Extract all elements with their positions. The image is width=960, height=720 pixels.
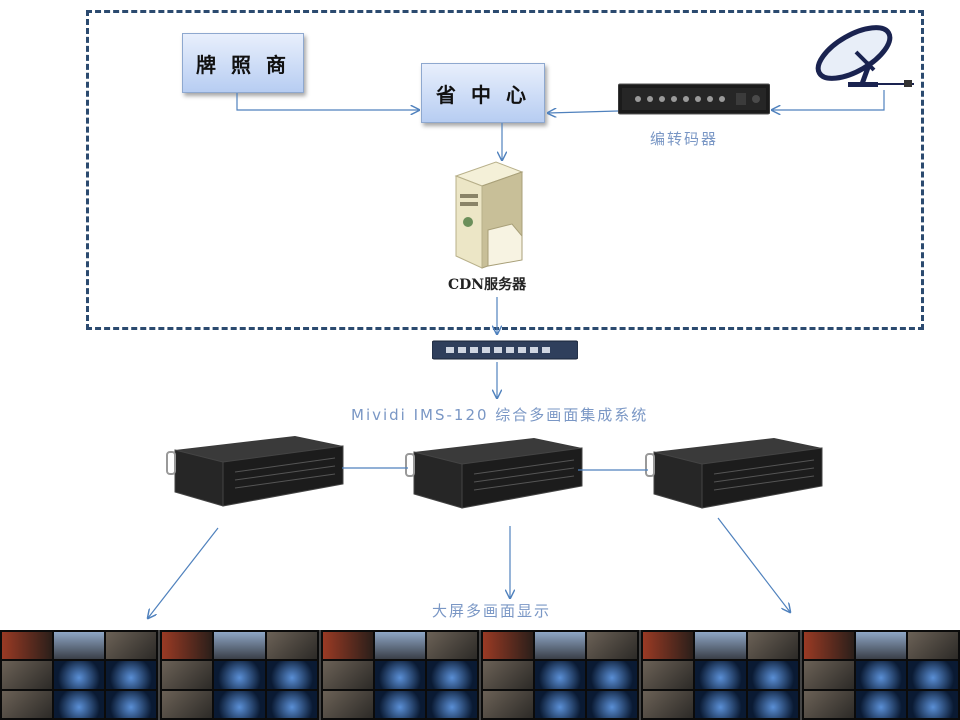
rack-server-icon [644, 436, 824, 516]
transcoder-device-icon [617, 82, 771, 116]
cdn-server-label: CDN服务器 [448, 277, 527, 293]
transcoder-to-center-arrow [548, 111, 619, 113]
satellite-to-transcoder-arrow [772, 90, 885, 110]
provincial-center-label: 省 中 心 [436, 82, 530, 107]
satellite-dish-icon [812, 18, 918, 98]
transcoder-label: 编转码器 [650, 130, 719, 148]
wall-panel [321, 630, 481, 720]
rack-server-icon [165, 434, 345, 514]
licensee-to-center-arrow [236, 93, 419, 110]
big-screen-label: 大屏多画面显示 [432, 602, 552, 620]
wall-panel [641, 630, 802, 720]
licensee-label: 牌 照 商 [196, 52, 290, 77]
licensee-node: 牌 照 商 [182, 33, 304, 93]
server1-to-wall-arrow [148, 527, 219, 618]
wall-panel [160, 630, 321, 720]
provincial-center-node: 省 中 心 [421, 63, 545, 123]
rack-server-icon [404, 436, 584, 516]
video-wall-icon [0, 630, 960, 720]
wall-panel [0, 630, 161, 720]
server3-to-wall-arrow [717, 517, 790, 612]
head-end-boundary [86, 10, 924, 330]
cdn-server-icon [448, 158, 532, 270]
wall-panel [802, 630, 960, 720]
ims-system-label: Mividi IMS-120 综合多画面集成系统 [351, 406, 649, 424]
wall-panel [481, 630, 642, 720]
